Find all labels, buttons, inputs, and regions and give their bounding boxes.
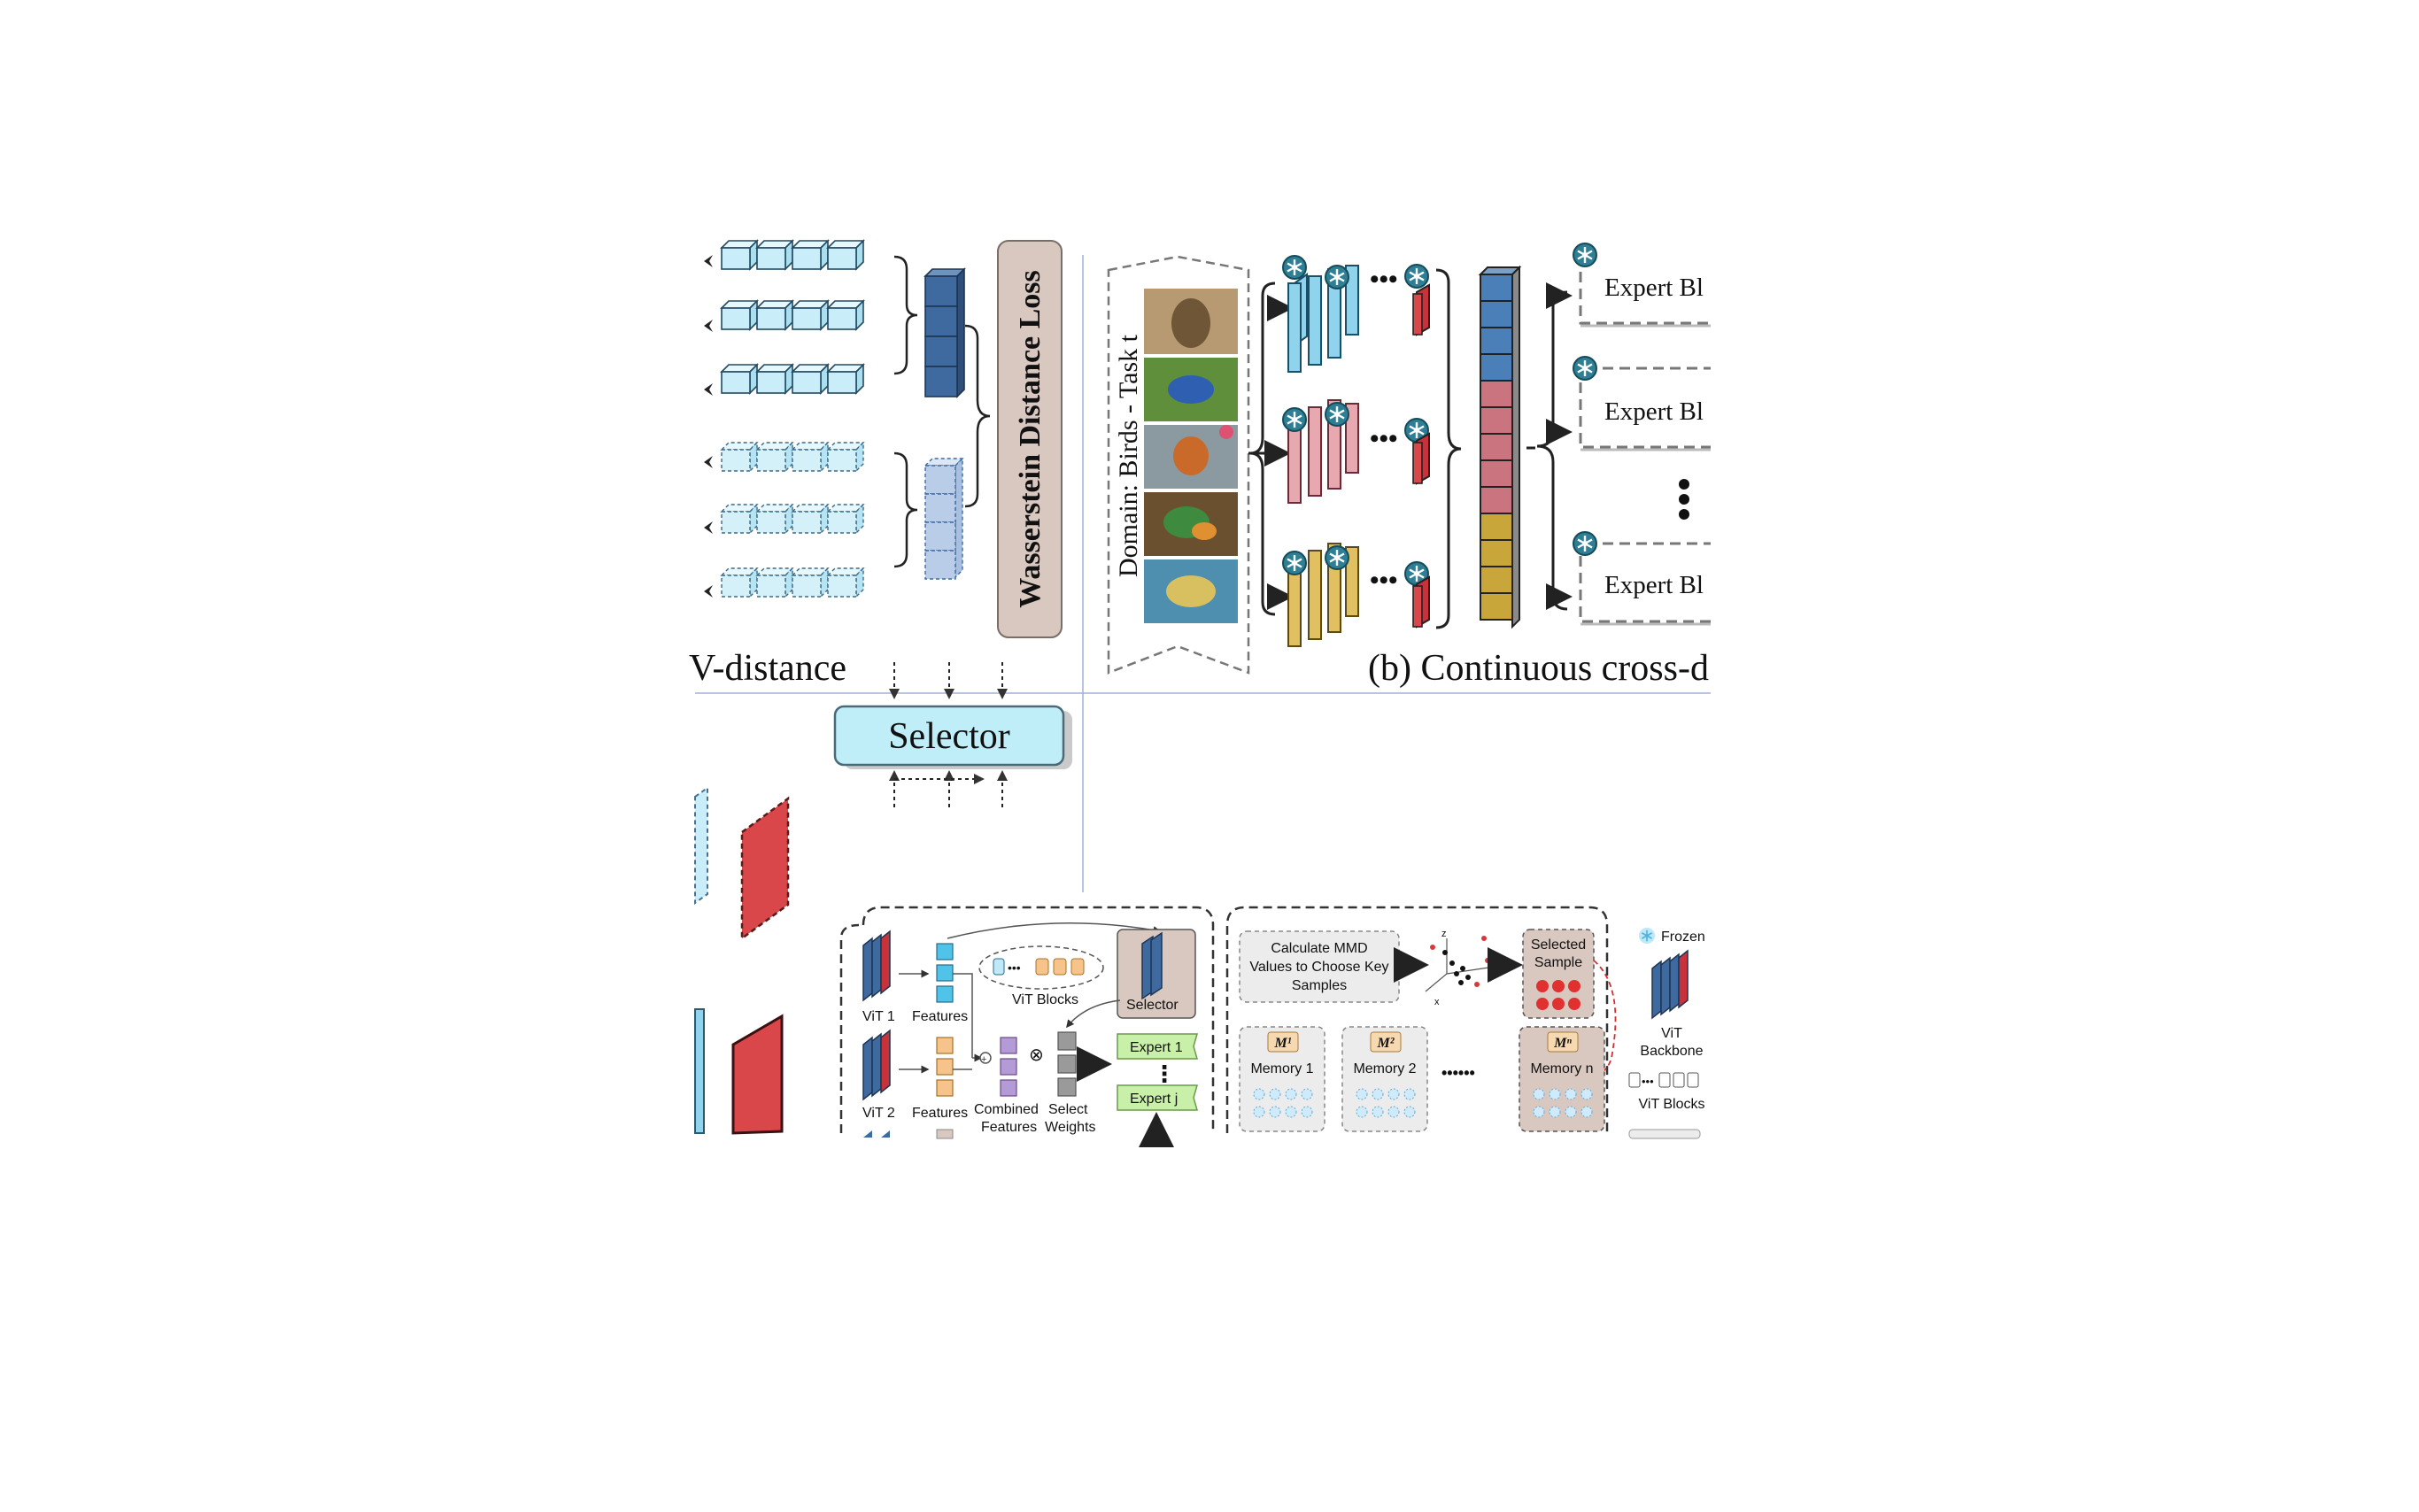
panel-b-caption: (b) Continuous cross-d	[1368, 648, 1709, 689]
features-2-cubes	[936, 1037, 954, 1097]
concatenated-feature-column	[1478, 265, 1522, 629]
frozen-icon	[1638, 927, 1656, 945]
vit-blocks-legend-icon: •••	[1628, 1072, 1699, 1088]
concat-brace	[1435, 268, 1462, 629]
selected-sample-line-2: Sample	[1534, 955, 1582, 970]
combined-features-label-1: Combined	[974, 1102, 1039, 1117]
combined-features-label-2: Features	[981, 1120, 1037, 1135]
wasserstein-loss-bar: Wasserstein Distance Loss	[997, 240, 1063, 638]
stacked-light-dashed-block	[924, 457, 964, 580]
selected-sample-box: Selected Sample	[1522, 929, 1595, 1019]
axis-z: z	[1441, 929, 1447, 939]
expert-j-box: Expert j	[1117, 1084, 1198, 1111]
memory-2-box: M² Memory 2	[1341, 1026, 1428, 1132]
panel-dividers	[695, 255, 1711, 892]
memory-n-label: Memory n	[1530, 1061, 1593, 1076]
selector-c-label: Selector	[1126, 998, 1179, 1013]
mmd-line-1: Calculate MMD	[1271, 941, 1367, 956]
row-arrowheads	[704, 255, 713, 598]
selector-c-icon	[1141, 931, 1163, 1000]
expert-brace	[1526, 282, 1573, 611]
ellipsis-b1: •••	[1370, 265, 1398, 294]
wasserstein-loss-label: Wasserstein Distance Loss	[1014, 270, 1047, 608]
legend: Frozen ViT Backbone ••• ViT Blocks	[1628, 927, 1705, 1139]
axis-x: x	[1434, 997, 1440, 1007]
expert-vdots	[1679, 479, 1689, 520]
legend-vit-backbone-1: ViT	[1661, 1026, 1682, 1041]
memory-n-symbol: Mⁿ	[1553, 1036, 1572, 1051]
left-remnant-shapes	[694, 786, 790, 1135]
solid-feature-rows	[721, 240, 864, 394]
bird-images	[1144, 289, 1238, 623]
yellow-feature-stack: •••	[1281, 543, 1430, 647]
select-weights-label-2: Weights	[1045, 1120, 1096, 1135]
mmd-scatter: z x y	[1425, 929, 1495, 1007]
branch-arrows	[1248, 282, 1294, 616]
dashed-feature-rows	[721, 442, 864, 598]
vit-blocks-label: ViT Blocks	[1012, 992, 1078, 1007]
panel-a: Wasserstein Distance Loss V-distance	[689, 240, 1063, 689]
memory-2-symbol: M²	[1376, 1036, 1395, 1051]
legend-vit-backbone-2: Backbone	[1640, 1044, 1703, 1059]
domain-label: Domain: Birds - Task t	[1114, 334, 1143, 577]
mmd-line-2: Values to Choose Key	[1249, 960, 1388, 975]
legend-vit-blocks: ViT Blocks	[1639, 1097, 1705, 1112]
memory-1-label: Memory 1	[1250, 1061, 1313, 1076]
legend-frozen-label: Frozen	[1661, 930, 1705, 945]
ellipsis-b3: •••	[1370, 566, 1398, 595]
memory-ellipsis: ••••••	[1441, 1064, 1475, 1082]
vit2-icon	[862, 1029, 891, 1101]
otimes-symbol: ⊗	[1029, 1045, 1044, 1065]
vit-blocks-icons: •••	[993, 958, 1085, 976]
expert-block-label-3: Expert Bl	[1604, 571, 1704, 599]
ellipsis-b2: •••	[1370, 424, 1398, 453]
vit1-label: ViT 1	[862, 1009, 895, 1024]
selector-block: Selector	[833, 662, 1072, 807]
combined-features-cubes	[1000, 1037, 1017, 1097]
expert-blocks: Expert Bl Expert Bl Expert Bl	[1572, 242, 1711, 626]
panel-c: ViT 1 ViT 2 Features Features	[839, 906, 1215, 1147]
braces-a	[893, 255, 991, 568]
selector-label: Selector	[888, 716, 1010, 757]
memory-1-symbol: M¹	[1273, 1036, 1291, 1051]
expert-1-label: Expert 1	[1130, 1040, 1183, 1055]
features-1-label: Features	[912, 1009, 968, 1024]
features-1-cubes	[936, 943, 954, 1003]
expert-vdots-c: ⋮	[1153, 1061, 1176, 1087]
panel-a-caption: V-distance	[689, 648, 846, 689]
memory-2-label: Memory 2	[1353, 1061, 1416, 1076]
stacked-dark-block	[924, 267, 966, 398]
select-weights-cubes	[1057, 1031, 1077, 1097]
panel-b: Domain: Birds - Task t •••	[1107, 242, 1711, 689]
expert-block-label-2: Expert Bl	[1604, 397, 1704, 426]
vit1-icon	[862, 930, 891, 1002]
vit2-label: ViT 2	[862, 1106, 895, 1121]
memory-n-box: Mⁿ Memory n	[1519, 1026, 1605, 1132]
svg-text:•••: •••	[1008, 960, 1021, 975]
svg-text:•••: •••	[1642, 1075, 1654, 1088]
memory-1-box: M¹ Memory 1	[1239, 1026, 1325, 1132]
expert-1-box: Expert 1	[1117, 1033, 1198, 1060]
pink-feature-stack: •••	[1281, 399, 1430, 504]
axis-y: y	[1489, 971, 1495, 982]
selected-sample-line-1: Selected	[1531, 937, 1586, 953]
mmd-line-3: Samples	[1292, 978, 1347, 993]
panel-d: Calculate MMD Values to Choose Key Sampl…	[1225, 906, 1617, 1133]
vit-backbone-icon	[1651, 949, 1689, 1020]
expert-block-label-1: Expert Bl	[1604, 274, 1704, 302]
blue-feature-stack: •••	[1281, 254, 1430, 373]
expert-j-label: Expert j	[1130, 1092, 1178, 1107]
svg-text:+: +	[981, 1054, 986, 1065]
features-2-label: Features	[912, 1106, 968, 1121]
select-weights-label-1: Select	[1048, 1102, 1088, 1117]
